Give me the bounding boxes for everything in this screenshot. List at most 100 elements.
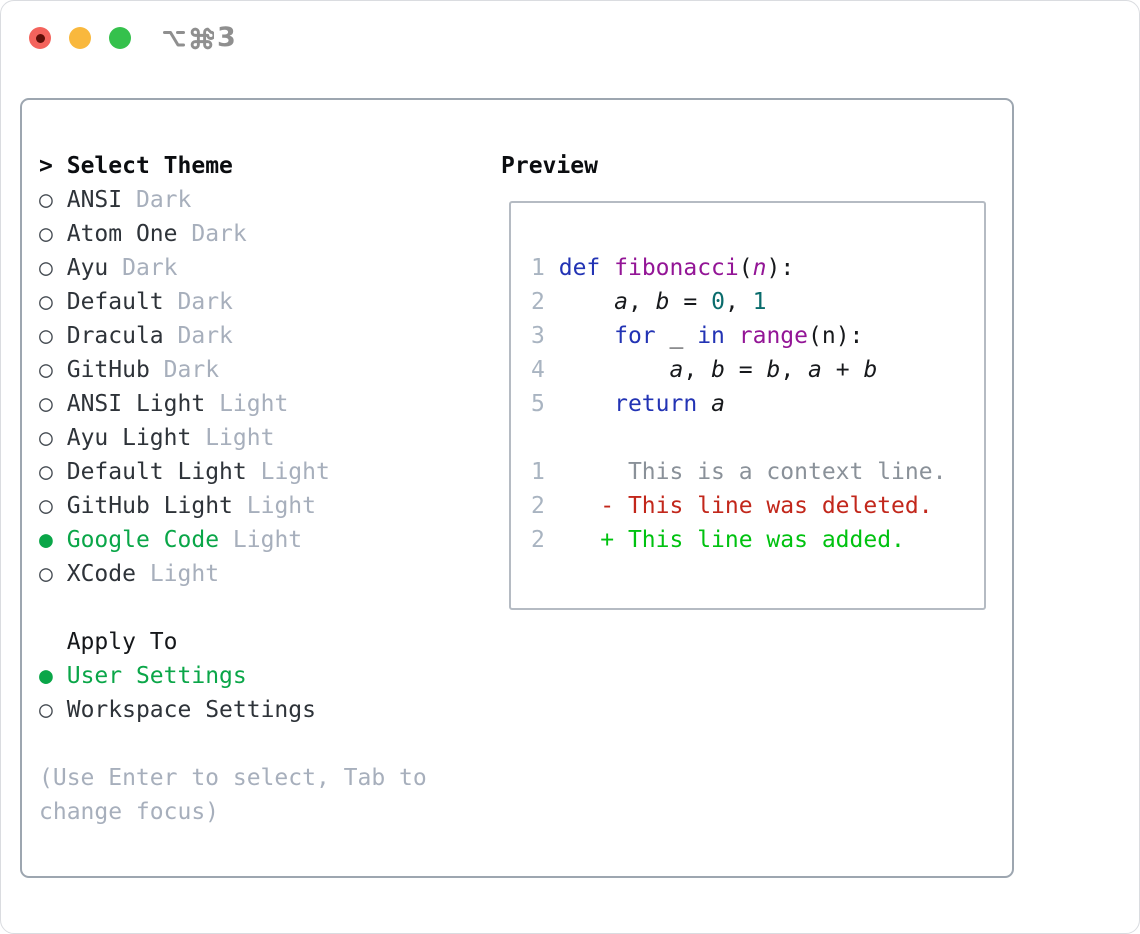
theme-list: ○ ANSI Dark○ Atom One Dark○ Ayu Dark○ De…: [39, 183, 427, 591]
preview-heading: Preview: [501, 153, 598, 179]
code-tokens: a, b = b, a + b: [669, 357, 878, 383]
theme-variant: Dark: [177, 323, 233, 349]
theme-option[interactable]: ○ Ayu Dark: [39, 251, 427, 285]
line-number: 5: [531, 391, 545, 417]
theme-name: Dracula: [66, 323, 164, 349]
line-number: 1: [531, 255, 545, 281]
apply-to-option[interactable]: ○ Workspace Settings: [39, 693, 427, 727]
theme-name: ANSI: [66, 187, 123, 213]
theme-variant: Light: [205, 425, 275, 451]
radio-icon: ○: [39, 561, 53, 587]
radio-icon: ○: [39, 357, 53, 383]
code-line: 5 return a: [531, 387, 984, 421]
diff-text: This is a context line.: [558, 459, 947, 485]
theme-name: ANSI Light: [66, 391, 206, 417]
spacer-row: [39, 727, 427, 761]
line-number: 2: [531, 493, 545, 519]
theme-selector-panel: > Select Theme ○ ANSI Dark○ Atom One Dar…: [20, 98, 1014, 878]
command-key-icon: [189, 26, 214, 51]
line-number: 2: [531, 289, 545, 315]
select-theme-heading: > Select Theme: [39, 149, 427, 183]
code-tokens: for _ in range(n):: [614, 323, 864, 349]
theme-variant: Dark: [135, 187, 192, 213]
close-button[interactable]: [29, 27, 51, 49]
titlebar: 3: [1, 1, 1139, 76]
window-title-number: 3: [217, 22, 236, 53]
theme-name: Ayu Light: [66, 425, 192, 451]
diff-line: 1 This is a context line.: [531, 455, 984, 489]
prompt-caret-icon: >: [39, 153, 53, 179]
radio-icon: ○: [39, 255, 53, 281]
diff-line: 2 + This line was added.: [531, 523, 984, 557]
theme-name: GitHub Light: [66, 493, 233, 519]
theme-name: Google Code: [66, 527, 220, 553]
radio-icon: ○: [39, 493, 53, 519]
theme-name: Atom One: [66, 221, 178, 247]
diff-line: 2 - This line was deleted.: [531, 489, 984, 523]
theme-list-column: > Select Theme ○ ANSI Dark○ Atom One Dar…: [39, 149, 427, 829]
theme-variant: Light: [246, 493, 316, 519]
theme-name: Default Light: [66, 459, 247, 485]
line-number: 3: [531, 323, 545, 349]
theme-option[interactable]: ○ Dracula Dark: [39, 319, 427, 353]
theme-variant: Dark: [122, 255, 178, 281]
select-theme-label: Select Theme: [66, 153, 233, 179]
theme-option[interactable]: ○ ANSI Light Light: [39, 387, 427, 421]
theme-variant: Light: [260, 459, 330, 485]
code-tokens: a, b = 0, 1: [614, 289, 767, 315]
apply-to-option[interactable]: ● User Settings: [39, 659, 427, 693]
minimize-button[interactable]: [69, 27, 91, 49]
radio-icon: ○: [39, 221, 53, 247]
theme-variant: Light: [219, 391, 289, 417]
diff-text: + This line was added.: [558, 527, 905, 553]
theme-option[interactable]: ○ Default Light Light: [39, 455, 427, 489]
code-line: 2 a, b = 0, 1: [531, 285, 984, 319]
radio-icon: ○: [39, 391, 53, 417]
theme-option[interactable]: ○ Default Dark: [39, 285, 427, 319]
traffic-lights: [29, 27, 131, 49]
theme-name: GitHub: [66, 357, 150, 383]
radio-icon: ●: [39, 663, 53, 689]
radio-icon: ○: [39, 425, 53, 451]
code-line: 4 a, b = b, a + b: [531, 353, 984, 387]
theme-name: XCode: [66, 561, 136, 587]
theme-variant: Light: [232, 527, 303, 553]
theme-option[interactable]: ● Google Code Light: [39, 523, 427, 557]
radio-icon: ●: [39, 527, 53, 553]
apply-to-heading: Apply To: [66, 629, 178, 655]
spacer-row: [39, 591, 427, 625]
diff-preview: 1 This is a context line.2 - This line w…: [531, 455, 984, 557]
theme-option[interactable]: ○ Ayu Light Light: [39, 421, 427, 455]
hint-line-2: change focus): [39, 799, 220, 825]
theme-name: Ayu: [66, 255, 109, 281]
theme-option[interactable]: ○ GitHub Light Light: [39, 489, 427, 523]
code-tokens: return a: [614, 391, 725, 417]
spacer-row: [531, 421, 984, 455]
theme-variant: Dark: [191, 221, 247, 247]
code-line: 1 def fibonacci(n):: [531, 251, 984, 285]
code-tokens: def fibonacci(n):: [558, 255, 795, 281]
theme-option[interactable]: ○ Atom One Dark: [39, 217, 427, 251]
apply-to-label: User Settings: [66, 663, 247, 689]
diff-text: - This line was deleted.: [558, 493, 933, 519]
line-number: 1: [531, 459, 545, 485]
line-number: 4: [531, 357, 545, 383]
theme-option[interactable]: ○ XCode Light: [39, 557, 427, 591]
theme-option[interactable]: ○ GitHub Dark: [39, 353, 427, 387]
radio-icon: ○: [39, 289, 53, 315]
zoom-button[interactable]: [109, 27, 131, 49]
option-key-icon: [162, 26, 186, 50]
radio-icon: ○: [39, 459, 53, 485]
theme-option[interactable]: ○ ANSI Dark: [39, 183, 427, 217]
theme-variant: Dark: [177, 289, 233, 315]
window-title: 3: [162, 22, 236, 54]
hint-line-1: (Use Enter to select, Tab to: [39, 765, 427, 791]
radio-icon: ○: [39, 323, 53, 349]
radio-icon: ○: [39, 697, 53, 723]
radio-icon: ○: [39, 187, 53, 213]
apply-to-label: Workspace Settings: [66, 697, 316, 723]
code-line: 3 for _ in range(n):: [531, 319, 984, 353]
